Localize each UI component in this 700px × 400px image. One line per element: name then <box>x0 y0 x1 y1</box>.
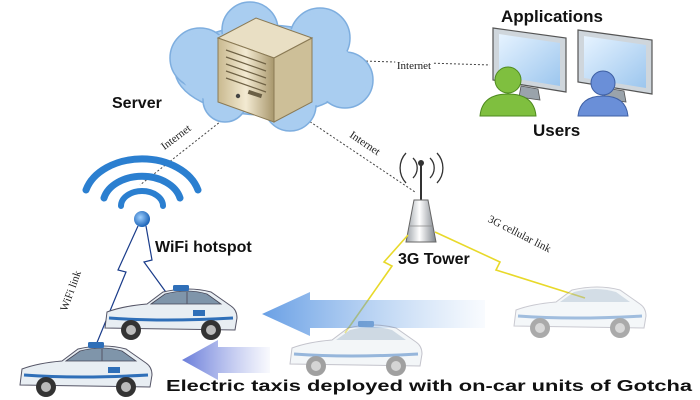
left-arrow-icon <box>182 340 270 380</box>
link-label-server-tower: Internet <box>347 129 382 158</box>
server-tower-icon <box>216 17 314 123</box>
cell-tower-icon <box>399 152 444 243</box>
user-avatar-icon <box>479 66 537 117</box>
electric-taxi-icon <box>289 321 423 376</box>
link-server-users <box>329 59 491 66</box>
applications-label: Applications <box>501 7 603 26</box>
wifi-hotspot-label: WiFi hotspot <box>155 239 252 256</box>
link-label-server-users: Internet <box>397 60 431 72</box>
link-server-tower <box>299 114 416 193</box>
wifi-link-lines <box>95 225 169 346</box>
electric-taxi-icon <box>104 285 238 340</box>
users-label: Users <box>533 121 580 140</box>
cellular-link-lines <box>344 231 586 334</box>
user-avatar-icon <box>577 70 629 117</box>
electric-taxi-icon <box>19 342 153 397</box>
left-arrow-icon <box>262 292 485 336</box>
electric-taxi-icon <box>513 286 647 338</box>
caption: Electric taxis deployed with on-car unit… <box>166 378 692 395</box>
server-label: Server <box>112 95 162 112</box>
link-lines <box>139 59 491 193</box>
wifi-signal-icon <box>82 155 202 227</box>
wifi-link-label: WiFi link <box>58 269 84 313</box>
tower-label: 3G Tower <box>398 251 470 268</box>
desktop-monitor-icon <box>577 29 653 103</box>
link-label-server-wifi: Internet <box>159 123 194 153</box>
cellular-link-label: 3G cellular link <box>486 213 553 255</box>
